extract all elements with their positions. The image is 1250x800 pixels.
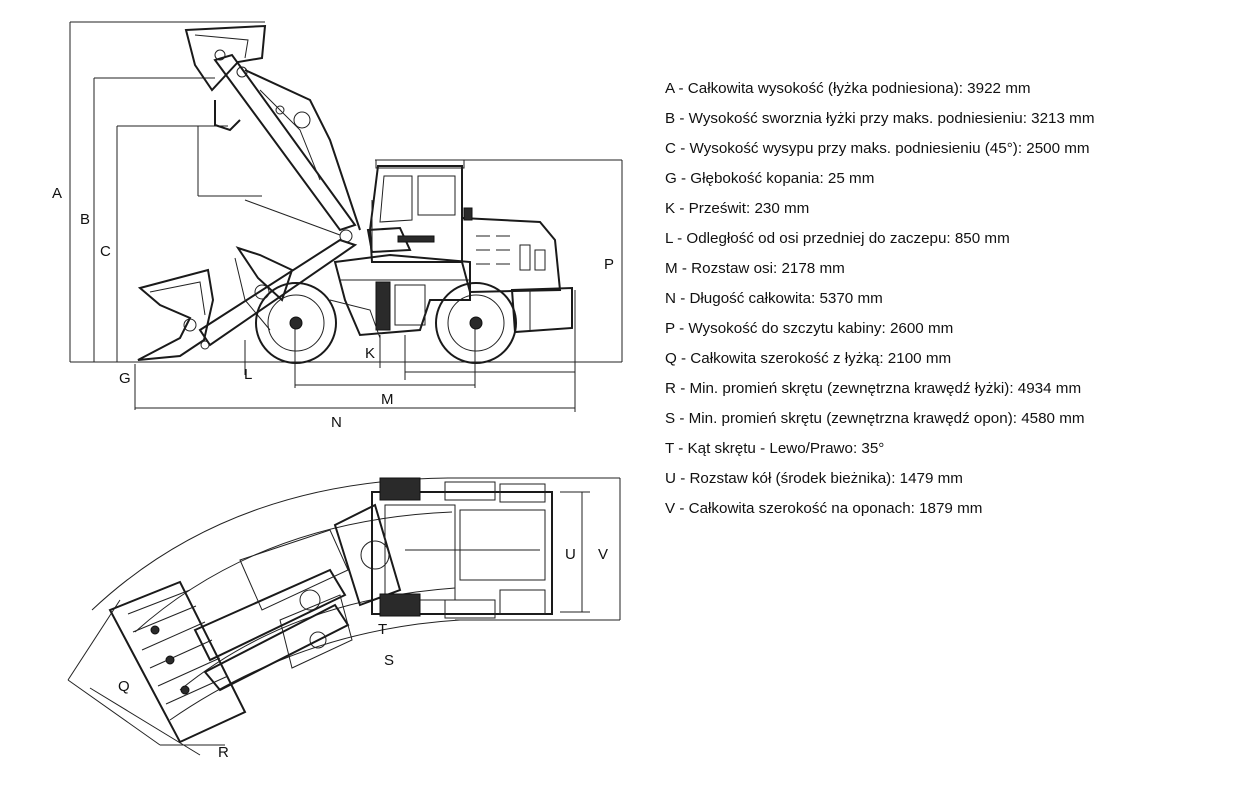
rear-wheel (435, 282, 517, 364)
spec-item-t: T - Kąt skrętu - Lewo/Prawo: 35° (665, 440, 885, 457)
dim-label-l: L (244, 366, 252, 383)
inner-radius-arc (169, 619, 461, 721)
spec-item-g: G - Głębokość kopania: 25 mm (665, 170, 875, 187)
top-front-frame (333, 503, 402, 607)
dim-label-m: M (381, 391, 394, 408)
spec-item-b: B - Wysokość sworznia łyżki przy maks. p… (665, 110, 1095, 127)
dim-label-q: Q (118, 678, 130, 695)
spec-item-k: K - Prześwit: 230 mm (665, 200, 810, 217)
dim-label-s: S (384, 652, 394, 669)
spec-item-v: V - Całkowita szerokość na oponach: 1879… (665, 500, 983, 517)
raised-boom (213, 53, 361, 232)
dim-label-b: B (80, 211, 90, 228)
chassis (329, 253, 471, 339)
dim-label-r: R (218, 744, 229, 761)
spec-item-c: C - Wysokość wysypu przy maks. podniesie… (665, 140, 1090, 157)
spec-item-u: U - Rozstaw kół (środek bieżnika): 1479 … (665, 470, 963, 487)
engine-hood (461, 207, 562, 294)
dim-label-p: P (604, 256, 614, 273)
spec-item-n: N - Długość całkowita: 5370 mm (665, 290, 883, 307)
side-view: A B C G L K M N P (52, 21, 623, 431)
raised-bucket (184, 24, 267, 92)
lowered-bucket (137, 268, 215, 361)
spec-legend: A - Całkowita wysokość (łyżka podniesion… (665, 78, 1094, 528)
spec-item-m: M - Rozstaw osi: 2178 mm (665, 260, 845, 277)
top-bucket (108, 580, 247, 744)
dim-label-n: N (331, 414, 342, 431)
spec-item-s: S - Min. promień skrętu (zewnętrzna kraw… (665, 410, 1085, 427)
dim-label-u: U (565, 546, 576, 563)
dim-label-a: A (52, 185, 62, 202)
top-boom (193, 529, 353, 692)
top-view: Q R S T U V (67, 477, 621, 761)
spec-item-a: A - Całkowita wysokość (łyżka podniesion… (665, 80, 1031, 97)
dim-label-g: G (119, 370, 131, 387)
dim-label-t: T (378, 621, 387, 638)
spec-item-p: P - Wysokość do szczytu kabiny: 2600 mm (665, 320, 954, 337)
top-rear-frame (371, 477, 553, 619)
dim-label-v: V (598, 546, 608, 563)
front-wheel (255, 282, 337, 364)
dim-label-k: K (365, 345, 375, 362)
spec-item-r: R - Min. promień skrętu (zewnętrzna kraw… (665, 380, 1082, 397)
spec-item-l: L - Odległość od osi przedniej do zaczep… (665, 230, 1010, 247)
cab (366, 159, 465, 263)
lowered-boom (198, 199, 358, 347)
spec-item-q: Q - Całkowita szerokość z łyżką: 2100 mm (665, 350, 952, 367)
counterweight (510, 286, 573, 334)
dim-label-c: C (100, 243, 111, 260)
